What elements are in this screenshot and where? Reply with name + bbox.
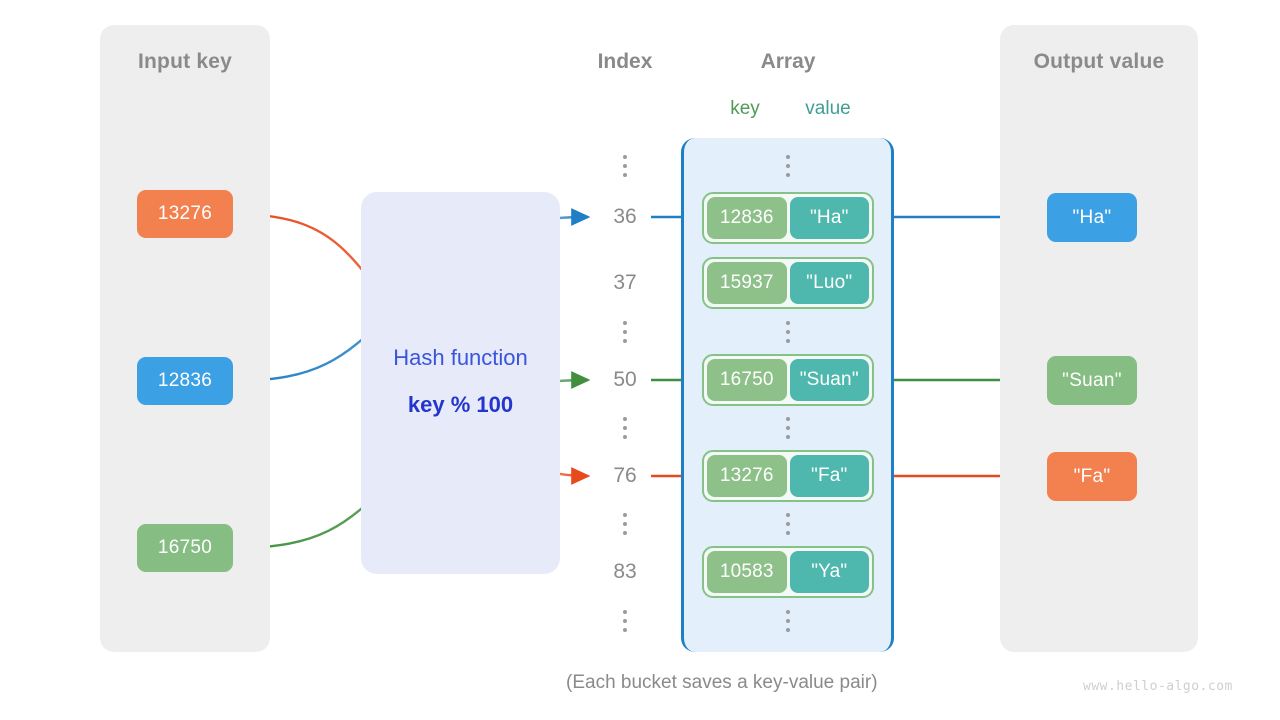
bucket-37-value: "Luo" xyxy=(789,262,869,304)
output-panel-title: Output value xyxy=(1033,50,1165,73)
hash-function-label: Hash function xyxy=(393,345,528,370)
bucket-37-key: 15937 xyxy=(707,262,787,304)
index-ellipsis-2 xyxy=(615,417,635,439)
index-ellipsis-4 xyxy=(615,610,635,632)
index-column-title: Index xyxy=(597,50,653,73)
bucket-50-key: 16750 xyxy=(707,359,787,401)
input-key-0[interactable]: 13276 xyxy=(137,190,233,238)
index-label-37: 37 xyxy=(613,271,637,294)
bucket-50[interactable]: 16750 "Suan" xyxy=(702,354,874,406)
bucket-37[interactable]: 15937 "Luo" xyxy=(702,257,874,309)
bucket-36[interactable]: 12836 "Ha" xyxy=(702,192,874,244)
output-value-panel xyxy=(1000,25,1198,652)
index-label-76: 76 xyxy=(613,464,637,487)
bucket-83[interactable]: 10583 "Ya" xyxy=(702,546,874,598)
input-panel-title: Input key xyxy=(138,50,232,73)
bucket-36-key: 12836 xyxy=(707,197,787,239)
array-ellipsis-0 xyxy=(778,155,798,177)
array-column-title: Array xyxy=(760,50,816,73)
index-ellipsis-1 xyxy=(615,321,635,343)
output-value-1[interactable]: "Suan" xyxy=(1047,356,1137,405)
array-ellipsis-3 xyxy=(778,513,798,535)
bucket-76[interactable]: 13276 "Fa" xyxy=(702,450,874,502)
hash-function-formula: key % 100 xyxy=(407,392,514,417)
bucket-83-value: "Ya" xyxy=(789,551,869,593)
bucket-76-value: "Fa" xyxy=(789,455,869,497)
footer-caption: (Each bucket saves a key-value pair) xyxy=(566,672,878,693)
bucket-50-value: "Suan" xyxy=(789,359,869,401)
index-label-36: 36 xyxy=(613,205,637,228)
array-ellipsis-4 xyxy=(778,610,798,632)
input-key-1[interactable]: 12836 xyxy=(137,357,233,405)
bucket-76-key: 13276 xyxy=(707,455,787,497)
index-label-50: 50 xyxy=(613,368,637,391)
input-key-2[interactable]: 16750 xyxy=(137,524,233,572)
index-label-83: 83 xyxy=(613,560,637,583)
index-ellipsis-3 xyxy=(615,513,635,535)
index-ellipsis-0 xyxy=(615,155,635,177)
watermark: www.hello-algo.com xyxy=(1083,679,1233,694)
bucket-36-value: "Ha" xyxy=(789,197,869,239)
array-key-header: key xyxy=(730,98,760,119)
array-value-header: value xyxy=(805,98,851,119)
array-ellipsis-1 xyxy=(778,321,798,343)
output-value-2[interactable]: "Fa" xyxy=(1047,452,1137,501)
output-value-0[interactable]: "Ha" xyxy=(1047,193,1137,242)
array-ellipsis-2 xyxy=(778,417,798,439)
hash-function-box xyxy=(361,192,560,574)
bucket-83-key: 10583 xyxy=(707,551,787,593)
